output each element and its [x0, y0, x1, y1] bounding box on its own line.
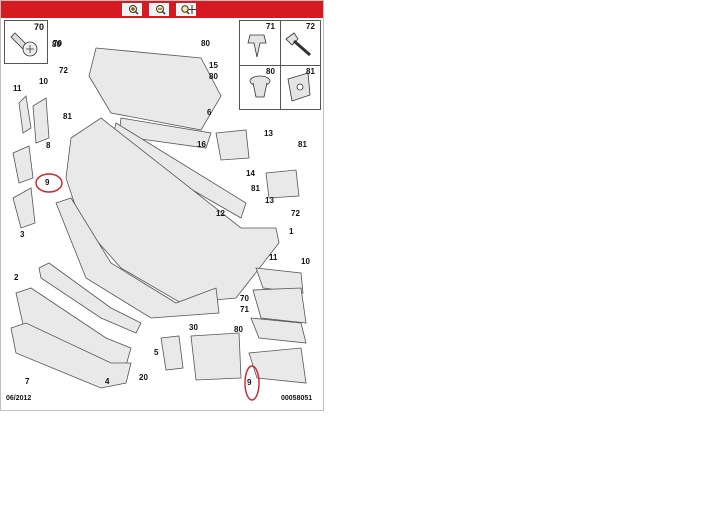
inset-number: 70: [33, 22, 44, 32]
diagram-date: 06/2012: [6, 395, 32, 402]
lower-trim-part: [38, 262, 142, 334]
callout-6: 6: [207, 108, 212, 117]
callout-12: 12: [216, 209, 225, 218]
zoom-in-button[interactable]: [122, 3, 142, 16]
inset-number-81: 81: [306, 67, 315, 76]
callout-10-b: 10: [301, 257, 310, 266]
right-trim: [250, 317, 307, 344]
upper-absorber-part: [88, 47, 222, 131]
inset-number-71: 71: [266, 22, 275, 31]
zoom-out-icon: [156, 5, 166, 15]
inset-number-80: 80: [266, 67, 275, 76]
zoom-in-icon: [129, 5, 139, 15]
highlight-circle-9-left: [35, 173, 63, 193]
callout-1: 1: [289, 227, 294, 236]
callout-8: 8: [46, 141, 51, 150]
fasteners-inset-group: 71 72 80 81: [239, 20, 321, 110]
zoom-move-icon: [181, 5, 196, 15]
callout-80-b: 80: [201, 39, 210, 48]
callout-81-a: 81: [63, 112, 72, 121]
callout-72-b: 72: [291, 209, 300, 218]
callout-30: 30: [189, 323, 198, 332]
callout-13-a: 13: [264, 129, 273, 138]
fog-trim-9: [12, 187, 36, 229]
callout-9-b: 9: [247, 378, 252, 387]
callout-7: 7: [25, 377, 30, 386]
inset-part-70: 70: [4, 20, 48, 64]
zoom-toolbar: [1, 1, 323, 18]
callout-80-a: 80: [52, 40, 61, 49]
callout-20: 20: [139, 373, 148, 382]
lower-spoiler-part: [55, 197, 220, 319]
callout-14: 14: [246, 169, 255, 178]
callout-80-c: 80: [209, 72, 218, 81]
bracket-13b: [265, 169, 300, 199]
grille-lower-part: [10, 322, 132, 389]
callout-2: 2: [14, 273, 19, 282]
bracket-13a: [215, 129, 250, 161]
callout-71: 71: [240, 305, 249, 314]
inset-number-72: 72: [306, 22, 315, 31]
callout-81-b: 81: [298, 140, 307, 149]
side-cover-10: [32, 97, 50, 144]
callout-10-a: 10: [39, 77, 48, 86]
callout-13-b: 13: [265, 196, 274, 205]
parts-diagram-frame: 70 71 72 80 81: [0, 0, 324, 411]
right-cover-10: [252, 287, 307, 324]
callout-70-b: 70: [240, 294, 249, 303]
exploded-bumper-diagram: [10, 47, 307, 401]
callout-11-b: 11: [269, 253, 278, 262]
bracket-20: [160, 335, 184, 371]
zoom-out-button[interactable]: [149, 3, 169, 16]
side-bracket-11: [18, 95, 32, 134]
diagram-reference: 00058051: [281, 395, 313, 402]
zoom-move-button[interactable]: [176, 3, 196, 16]
highlight-circle-9-right: [244, 365, 260, 401]
callout-5: 5: [154, 348, 159, 357]
callout-9-a: 9: [45, 178, 50, 187]
screw-icon: [10, 32, 38, 57]
callout-4: 4: [105, 377, 110, 386]
clip-kit-30: [190, 332, 242, 381]
fasteners-icon: [247, 32, 311, 102]
fog-trim-8: [12, 145, 34, 184]
callout-70: 70: [53, 39, 62, 48]
callout-16: 16: [197, 140, 206, 149]
callout-80-d: 80: [234, 325, 243, 334]
right-cover-9: [248, 347, 307, 384]
callout-11-a: 11: [13, 84, 22, 93]
callout-3: 3: [20, 230, 25, 239]
callout-15: 15: [209, 61, 218, 70]
callout-81-c: 81: [251, 184, 260, 193]
right-cover-11: [255, 267, 304, 294]
callout-72-a: 72: [59, 66, 68, 75]
